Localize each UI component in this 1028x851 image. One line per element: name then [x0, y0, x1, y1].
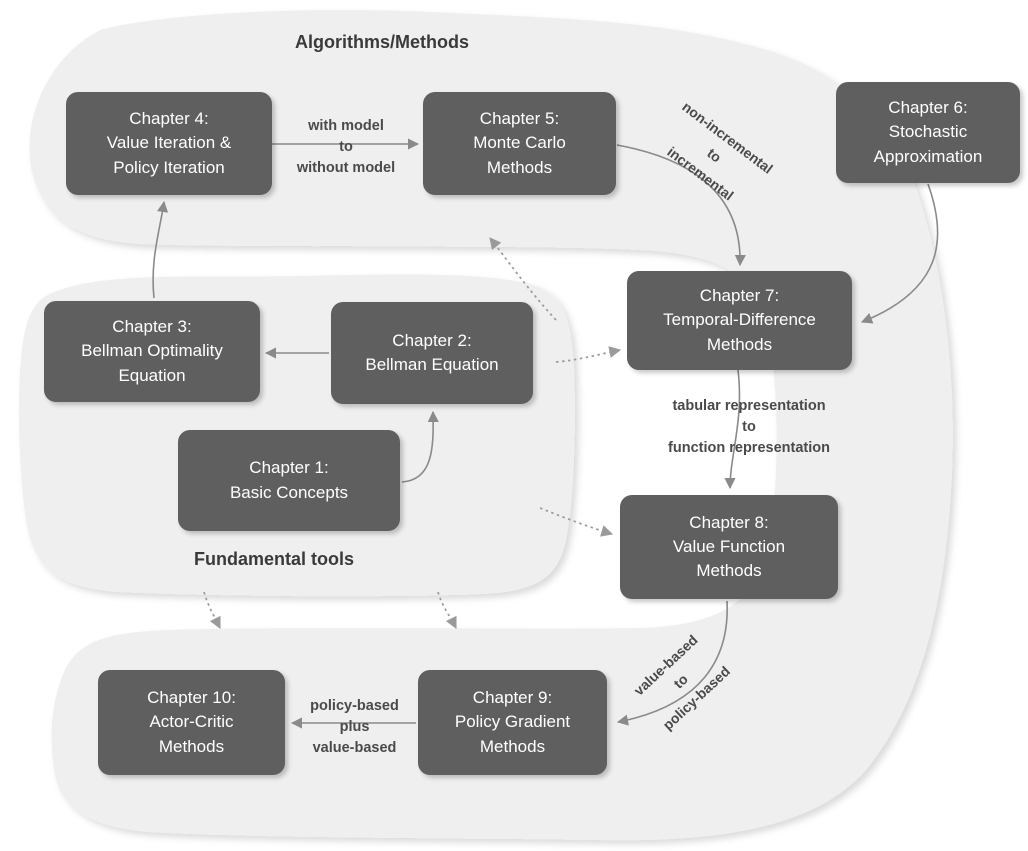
node-chapter-5-line-2: Monte Carlo — [473, 133, 566, 153]
edge-ch5-to-ch7 — [616, 144, 746, 267]
region-title-fundamental-tools: Fundamental tools — [194, 549, 355, 569]
node-chapter-3[interactable]: Chapter 3: Bellman Optimality Equation — [44, 301, 260, 402]
edge-dotted-fundamental-to-bottom-right — [437, 591, 457, 630]
edge-ch7-to-ch8 — [724, 369, 741, 490]
edge-ch6-to-ch7 — [860, 183, 939, 324]
edge-label-ch7-to-ch8-line-1: tabular representation — [672, 398, 826, 414]
node-chapter-9[interactable]: Chapter 9: Policy Gradient Methods — [418, 670, 607, 775]
node-chapter-10-line-1: Chapter 10: — [147, 688, 236, 708]
node-chapter-7-line-1: Chapter 7: — [699, 286, 780, 306]
node-chapter-8[interactable]: Chapter 8: Value Function Methods — [620, 495, 838, 599]
edge-dotted-fundamental-to-algorithms-top — [489, 237, 557, 321]
node-chapter-1-line-2: Basic Concepts — [229, 482, 349, 502]
edge-dotted-fundamental-to-bottom-left — [203, 591, 221, 630]
region-algorithms-shape — [29, 10, 953, 841]
node-chapter-5[interactable]: Chapter 5: Monte Carlo Methods — [423, 92, 616, 195]
edge-label-ch9-to-ch10: policy-based plus value-based — [296, 696, 413, 759]
edge-label-ch7-to-ch8-line-2: to — [742, 419, 756, 436]
edge-label-ch7-to-ch8: tabular representation to function repre… — [642, 396, 856, 459]
node-chapter-5-line-3: Methods — [486, 157, 553, 177]
node-chapter-6-line-1: Chapter 6: — [888, 98, 968, 118]
edge-label-ch4-to-ch5-line-1: with model — [308, 118, 384, 134]
node-chapter-3-line-3: Equation — [118, 365, 186, 385]
node-chapter-9-line-2: Policy Gradient — [454, 712, 571, 732]
node-chapter-3-line-2: Bellman Optimality — [81, 341, 223, 361]
node-chapter-1-line-1: Chapter 1: — [249, 458, 329, 478]
node-chapter-8-line-1: Chapter 8: — [689, 512, 769, 532]
node-chapter-10[interactable]: Chapter 10: Actor-Critic Methods — [98, 670, 285, 775]
node-chapter-2-line-1: Chapter 2: — [392, 330, 472, 350]
edge-dotted-fundamental-to-algorithms-lower — [539, 507, 614, 537]
node-chapter-6-line-3: Approximation — [873, 146, 983, 166]
node-chapter-4-line-1: Chapter 4: — [129, 109, 209, 129]
node-chapter-4-line-3: Policy Iteration — [113, 157, 225, 177]
node-chapter-9-line-3: Methods — [479, 736, 546, 756]
node-chapter-10-line-3: Methods — [158, 736, 225, 756]
node-chapter-5-line-1: Chapter 5: — [479, 109, 560, 129]
node-chapter-7[interactable]: Chapter 7: Temporal-Difference Methods — [627, 271, 852, 370]
node-chapter-8-line-3: Methods — [696, 561, 762, 581]
edge-label-ch4-to-ch5: with model to without model — [283, 116, 409, 179]
edge-ch3-to-ch4 — [152, 200, 169, 299]
node-chapter-6-line-2: Stochastic — [888, 122, 968, 142]
edge-label-ch9-to-ch10-line-1: policy-based — [310, 698, 399, 714]
edge-label-ch9-to-ch10-line-2: plus — [339, 719, 370, 736]
edge-label-ch9-to-ch10-line-3: value-based — [312, 740, 397, 757]
node-chapter-10-line-2: Actor-Critic — [149, 712, 234, 732]
edge-label-ch7-to-ch8-line-3: function representation — [668, 440, 830, 457]
node-chapter-7-line-3: Methods — [706, 334, 773, 354]
edge-dotted-fundamental-to-algorithms-mid — [555, 346, 622, 363]
node-chapter-7-line-2: Temporal-Difference — [663, 310, 816, 330]
node-chapter-3-line-1: Chapter 3: — [112, 317, 192, 337]
node-chapter-8-line-2: Value Function — [672, 536, 786, 556]
node-chapter-2[interactable]: Chapter 2: Bellman Equation — [331, 302, 533, 404]
node-chapter-4[interactable]: Chapter 4: Value Iteration & Policy Iter… — [66, 92, 272, 195]
edge-label-ch4-to-ch5-line-3: without model — [296, 160, 396, 177]
node-chapter-1[interactable]: Chapter 1: Basic Concepts — [178, 430, 400, 531]
node-chapter-2-line-2: Bellman Equation — [365, 355, 499, 374]
node-chapter-4-line-2: Value Iteration & — [106, 133, 232, 153]
region-title-algorithms: Algorithms/Methods — [295, 32, 469, 52]
edge-ch1-to-ch2 — [401, 410, 439, 483]
node-chapter-6[interactable]: Chapter 6: Stochastic Approximation — [836, 82, 1020, 183]
edge-ch8-to-ch9 — [616, 600, 728, 726]
node-chapter-9-line-1: Chapter 9: — [472, 688, 553, 708]
edge-label-ch4-to-ch5-line-2: to — [339, 139, 353, 156]
